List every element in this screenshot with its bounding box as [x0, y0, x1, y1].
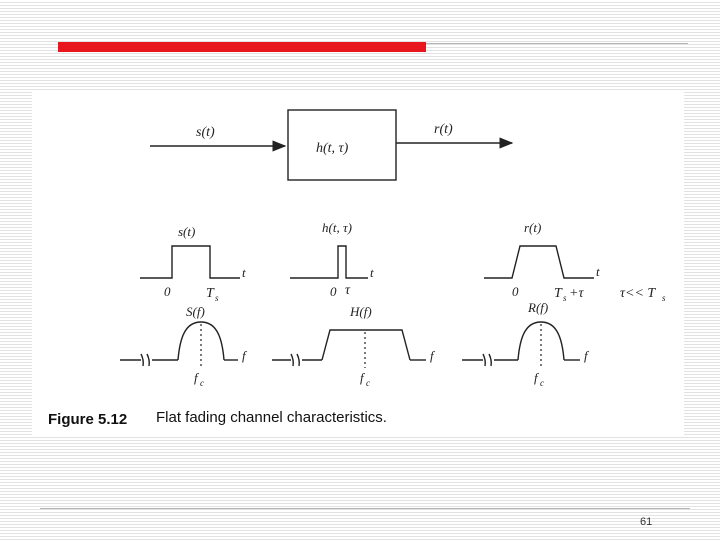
r-Ts: T — [554, 286, 563, 301]
h-time-plot: h(t, τ) t 0 τ — [290, 220, 374, 299]
h-zero: 0 — [330, 284, 337, 299]
input-label: s(t) — [196, 125, 215, 140]
s-Ts-sub: s — [215, 293, 219, 303]
h-tau: τ — [345, 283, 351, 298]
S-spectrum — [177, 321, 225, 361]
R-freq-plot: R(f) f f c — [462, 300, 590, 388]
r-time-axis: t — [596, 264, 600, 279]
footer-rule — [40, 508, 690, 509]
R-freq-label: R(f) — [527, 300, 548, 315]
h-time-axis: t — [370, 265, 374, 280]
r-Ts-sub: s — [563, 293, 567, 303]
tau-condition: τ<< T — [620, 286, 656, 301]
s-time-plot: s(t) t 0 T s — [140, 224, 246, 303]
s-zero: 0 — [164, 284, 171, 299]
H-axis-break — [290, 353, 300, 367]
R-fc: f — [534, 370, 540, 385]
page-number: 61 — [640, 516, 653, 528]
figure-caption: Flat fading channel characteristics. — [156, 409, 387, 426]
H-freq-axis: f — [430, 348, 436, 363]
H-freq-label: H(f) — [349, 304, 372, 319]
title-accent-bar — [58, 42, 426, 52]
r-zero: 0 — [512, 284, 519, 299]
title-rule — [426, 43, 688, 44]
h-time-label: h(t, τ) — [322, 220, 352, 235]
S-fc: f — [194, 370, 200, 385]
S-axis-break — [140, 353, 150, 367]
R-spectrum — [517, 321, 565, 361]
r-plus-tau: +τ — [569, 286, 584, 301]
s-time-axis: t — [242, 265, 246, 280]
S-freq-label: S(f) — [186, 304, 205, 319]
system-label: h(t, τ) — [316, 141, 349, 156]
figure-number: Figure 5.12 — [48, 411, 127, 428]
r-time-label: r(t) — [524, 220, 541, 235]
H-fc: f — [360, 370, 366, 385]
figure-panel — [32, 90, 684, 435]
s-pulse — [140, 245, 240, 279]
S-freq-plot: S(f) f f c — [120, 304, 248, 388]
S-fc-sub: c — [200, 378, 204, 388]
tau-condition-sub: s — [662, 293, 666, 303]
S-freq-axis: f — [242, 348, 248, 363]
r-time-plot: r(t) t 0 T s +τ τ<< T s — [484, 220, 666, 303]
H-fc-sub: c — [366, 378, 370, 388]
H-freq-plot: H(f) f f c — [272, 304, 436, 388]
r-pulse — [484, 245, 594, 279]
h-pulse — [290, 245, 368, 279]
R-fc-sub: c — [540, 378, 544, 388]
s-Ts: T — [206, 286, 215, 301]
s-time-label: s(t) — [178, 224, 195, 239]
channel-block — [287, 109, 397, 181]
H-spectrum — [321, 329, 411, 361]
output-label: r(t) — [434, 122, 453, 137]
R-freq-axis: f — [584, 348, 590, 363]
R-axis-break — [482, 353, 492, 367]
